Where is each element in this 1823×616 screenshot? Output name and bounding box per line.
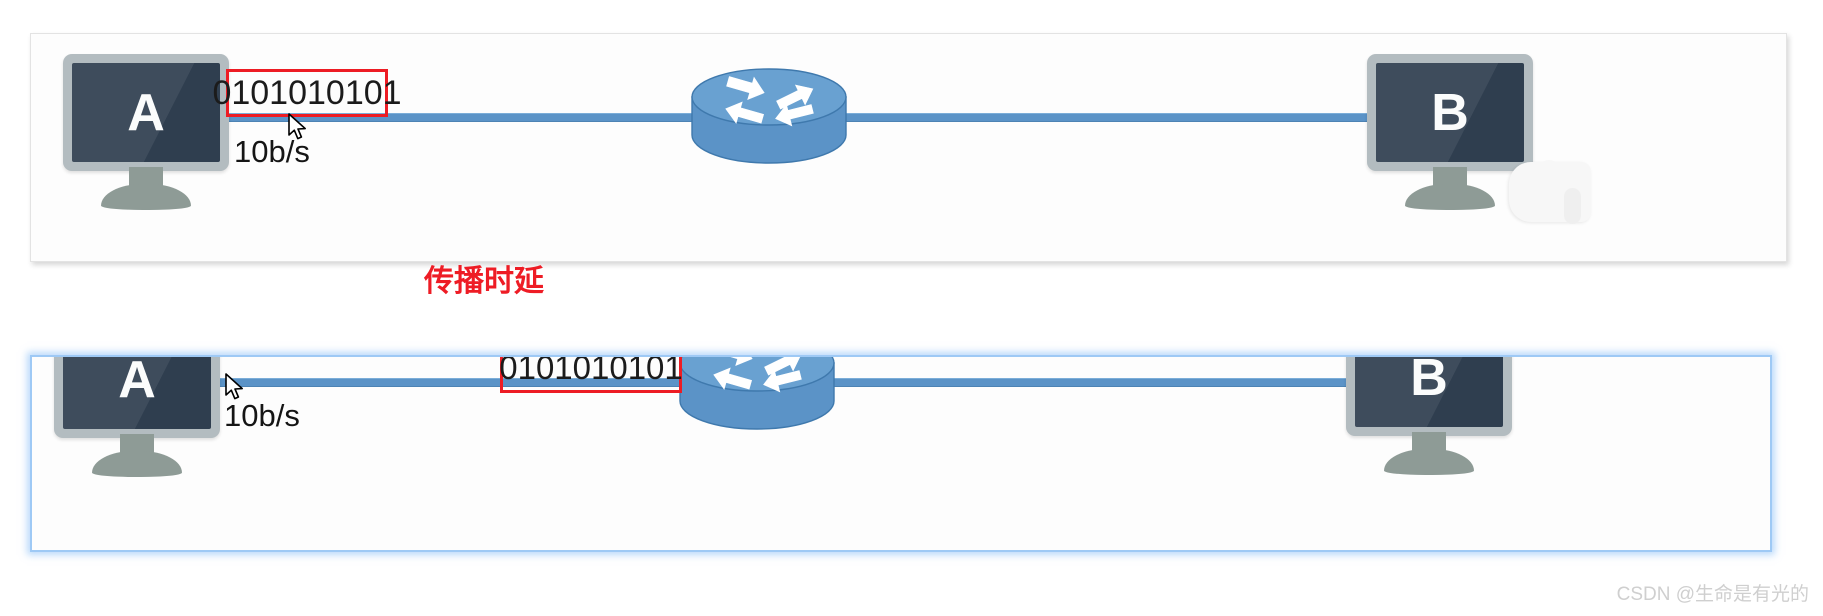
monitor-neck bbox=[129, 167, 163, 189]
clipped-white-object-notch bbox=[1564, 188, 1581, 224]
propagation-delay-caption: 传播时延 bbox=[424, 265, 544, 298]
csdn-watermark: CSDN @生命是有光的 bbox=[1616, 584, 1809, 605]
router-cylinder-arrows-icon bbox=[691, 68, 847, 164]
router-node[interactable] bbox=[689, 57, 849, 172]
rate-label: 10b/s bbox=[234, 134, 310, 169]
monitor-screen: B bbox=[1355, 355, 1503, 427]
computer-b[interactable]: B bbox=[1367, 54, 1533, 210]
computer-a[interactable]: A bbox=[54, 355, 220, 477]
link-line-router-to-b bbox=[830, 378, 1346, 387]
monitor-base bbox=[92, 451, 182, 477]
diagram-panel-top[interactable]: A bbox=[30, 33, 1787, 262]
mouse-cursor bbox=[288, 113, 310, 143]
router-cylinder-arrows-icon bbox=[679, 357, 835, 430]
link-line-router-to-b bbox=[844, 113, 1367, 122]
monitor-base bbox=[1405, 184, 1495, 210]
link-line-a-to-router bbox=[227, 113, 722, 122]
mouse-pointer-icon bbox=[288, 113, 306, 140]
bit-string-value: 0101010101 bbox=[212, 73, 402, 112]
computer-b-label: B bbox=[1431, 83, 1469, 142]
mouse-pointer-icon bbox=[225, 373, 243, 400]
computer-b[interactable]: B bbox=[1346, 355, 1512, 475]
bit-string-highlight-box: 0101010101 bbox=[212, 69, 402, 117]
link-line-a-to-router bbox=[218, 378, 700, 387]
clipped-white-object-thumb bbox=[1536, 160, 1562, 190]
computer-a-label: A bbox=[127, 83, 165, 142]
clipped-white-object bbox=[1509, 160, 1591, 224]
diagram-panel-bottom[interactable]: A B bbox=[30, 355, 1772, 552]
monitor-screen: A bbox=[63, 355, 211, 429]
monitor-base bbox=[101, 184, 191, 210]
monitor-neck bbox=[1412, 432, 1446, 454]
computer-b-label: B bbox=[1410, 355, 1448, 407]
mouse-cursor bbox=[225, 373, 247, 403]
rate-label: 10b/s bbox=[224, 398, 300, 433]
bit-string-value: 0101010101 bbox=[499, 355, 683, 386]
router-node[interactable] bbox=[677, 357, 837, 438]
computer-a-label: A bbox=[118, 355, 156, 409]
monitor-neck bbox=[1433, 167, 1467, 189]
bit-string-highlight-box: 0101010101 bbox=[499, 355, 683, 393]
monitor-neck bbox=[120, 434, 154, 456]
computer-a[interactable]: A bbox=[63, 54, 229, 210]
monitor-base bbox=[1384, 449, 1474, 475]
monitor-screen: A bbox=[72, 63, 220, 162]
monitor-screen: B bbox=[1376, 63, 1524, 162]
